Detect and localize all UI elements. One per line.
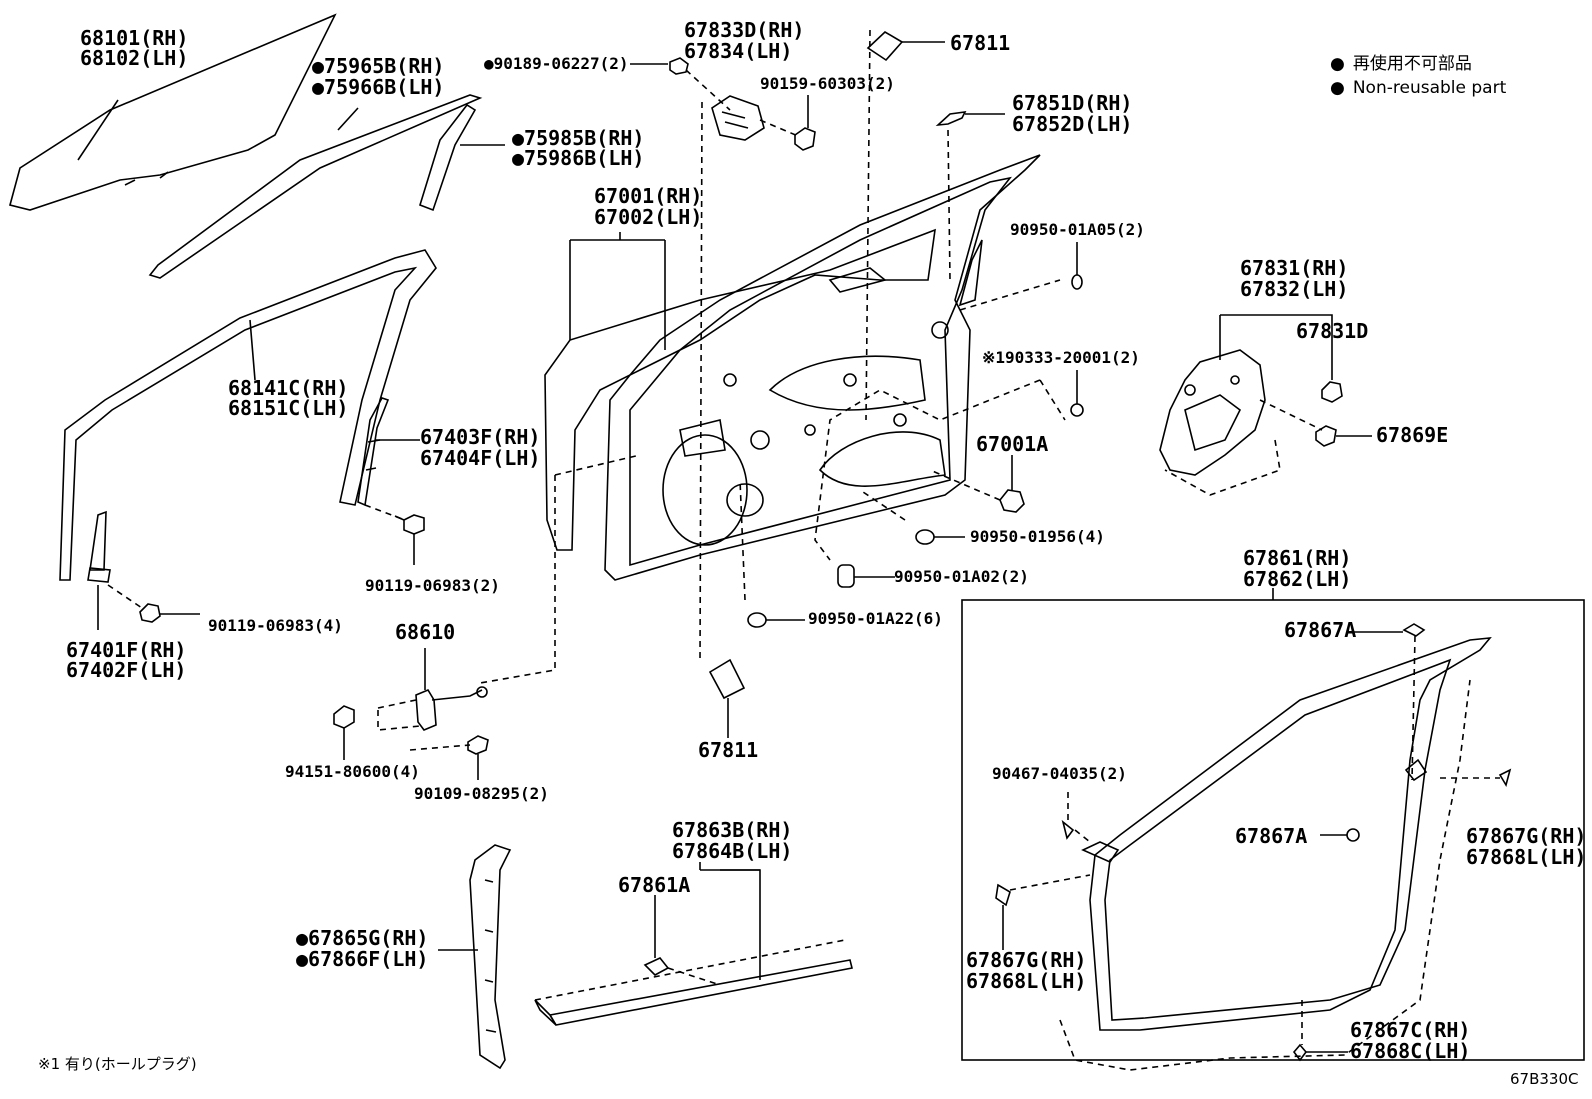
plug-90950-01a22: [747, 612, 805, 628]
window-glass: [9, 13, 337, 211]
label-trim-rh: 67851D(RH): [1012, 91, 1133, 115]
bolt-90119-upper: [364, 504, 425, 565]
lock-pad-67869e: [1315, 425, 1372, 447]
lower-division-bar: [87, 510, 111, 630]
label-sill-lh: 67864B(LH): [672, 839, 793, 863]
label-lock-clip: 67831D: [1296, 319, 1369, 343]
label-nut-94151: 94151-80600(4): [285, 762, 420, 781]
door-lock-assembly: [1159, 314, 1333, 496]
legend-item-en: Non-reusable part: [1330, 76, 1506, 100]
label-inner-weatherstrip-lh: ●75986B(LH): [512, 146, 645, 170]
sill-clip-67861a: [643, 895, 721, 986]
footnote: ※1 有り(ホールプラグ): [38, 1055, 197, 1073]
label-clip-67867g-right-rh: 67867G(RH): [1466, 824, 1587, 848]
bolt-90119-lower: [107, 584, 200, 623]
label-clip-67868l-left-lh: 67868L(LH): [966, 969, 1087, 993]
label-door-panel-lh: 67002(LH): [594, 205, 703, 229]
label-sill-rh: 67863B(RH): [672, 818, 793, 842]
label-cover-lh: 67834(LH): [684, 39, 793, 63]
bolt-90109: [467, 735, 489, 780]
label-outer-weatherstrip-lh: ●75966B(LH): [312, 75, 445, 99]
plug-90950-01a05: [1071, 242, 1083, 290]
label-door-panel-rh: 67001(RH): [594, 184, 703, 208]
clip-90189-text: ●90189-06227(2): [484, 54, 629, 73]
pillar-garnish: [438, 844, 512, 1070]
label-weatherstrip-lh: 67862(LH): [1243, 567, 1352, 591]
label-screw-90467: 90467-04035(2): [992, 764, 1127, 783]
label-clip-67867a-mid: 67867A: [1235, 824, 1308, 848]
label-plug-67001a: 67001A: [976, 432, 1049, 456]
label-pillar-rh: ●67865G(RH): [296, 926, 429, 950]
nut-94151: [333, 705, 355, 760]
label-weatherstrip-rh: 67861(RH): [1243, 546, 1352, 570]
label-upper-division-bar-lh: 67404F(LH): [420, 446, 541, 470]
label-clip-67868c-lh: 67868C(LH): [1350, 1039, 1471, 1063]
door-sill-strip: [534, 862, 853, 1026]
plug-67001a: [999, 455, 1025, 513]
label-bolt-90119-2: 90119-06983(2): [365, 576, 500, 595]
plug-90950-01a02: [837, 564, 895, 588]
seal-67811-bottom: [708, 658, 746, 738]
label-seal-67811-bottom: 67811: [698, 738, 759, 762]
label-lock-pad: 67869E: [1376, 423, 1449, 447]
door-run-channel: [59, 249, 437, 581]
clip-90189: [630, 57, 731, 111]
label-plug-90950-01a22: 90950-01A22(6): [808, 609, 943, 628]
plug-190333: [1070, 370, 1084, 417]
label-lower-division-bar-lh: 67402F(LH): [66, 658, 187, 682]
label-inner-weatherstrip-rh: ●75985B(RH): [512, 126, 645, 150]
label-glass-lh: 68102(LH): [80, 46, 189, 70]
legend-item-ja: 再使用不可部品: [1330, 52, 1506, 76]
plug-90950-01956: [915, 529, 965, 545]
service-hole-cover: [711, 95, 765, 141]
trim-67851d: [935, 111, 1005, 127]
label-run-channel-rh: 68141C(RH): [228, 376, 349, 400]
label-bolt-90119-4: 90119-06983(4): [208, 616, 343, 635]
seal-67811-top: [866, 31, 945, 62]
label-clip-67867c-rh: 67867C(RH): [1350, 1018, 1471, 1042]
door-panel: [544, 154, 1041, 581]
label-plug-90950-01956: 90950-01956(4): [970, 527, 1105, 546]
label-door-lock-lh: 67832(LH): [1240, 277, 1349, 301]
label-clip-90189: ●90189-06227(2): [484, 54, 629, 74]
label-door-check: 68610: [395, 620, 456, 644]
label-cover-rh: 67833D(RH): [684, 18, 805, 42]
door-plug-leaders: [479, 29, 1066, 684]
label-door-lock-rh: 67831(RH): [1240, 256, 1349, 280]
label-glass-rh: 68101(RH): [80, 26, 189, 50]
label-clip-67867g-left-rh: 67867G(RH): [966, 948, 1087, 972]
label-run-channel-lh: 68151C(LH): [228, 396, 349, 420]
label-pillar-lh: ●67866F(LH): [296, 947, 429, 971]
legend: 再使用不可部品 Non-reusable part: [1330, 52, 1506, 100]
label-trim-lh: 67852D(LH): [1012, 112, 1133, 136]
label-plug-90950-01a05: 90950-01A05(2): [1010, 220, 1145, 239]
lock-clip-67831d: [1321, 381, 1343, 403]
door-check-68610: [377, 648, 488, 751]
label-sill-clip: 67861A: [618, 873, 691, 897]
label-lower-division-bar-rh: 67401F(RH): [66, 638, 187, 662]
weatherstrip-clips: [995, 623, 1512, 1062]
label-plug-190333: ※190333-20001(2): [982, 348, 1140, 367]
screw-90159: [759, 95, 816, 151]
label-bolt-90109: 90109-08295(2): [414, 784, 549, 803]
label-seal-67811-top: 67811: [950, 31, 1011, 55]
inner-weatherstrip: [419, 103, 505, 212]
diagram-code: 67B330C: [1510, 1070, 1579, 1088]
label-clip-67867a-top: 67867A: [1284, 618, 1357, 642]
label-clip-67868l-right-lh: 67868L(LH): [1466, 845, 1587, 869]
weatherstrip-box: [961, 588, 1585, 1071]
label-outer-weatherstrip-rh: ●75965B(RH): [312, 54, 445, 78]
outer-weatherstrip: [148, 94, 483, 279]
label-screw-90159: 90159-60303(2): [760, 74, 895, 93]
label-plug-90950-01a02: 90950-01A02(2): [894, 567, 1029, 586]
label-upper-division-bar-rh: 67403F(RH): [420, 425, 541, 449]
